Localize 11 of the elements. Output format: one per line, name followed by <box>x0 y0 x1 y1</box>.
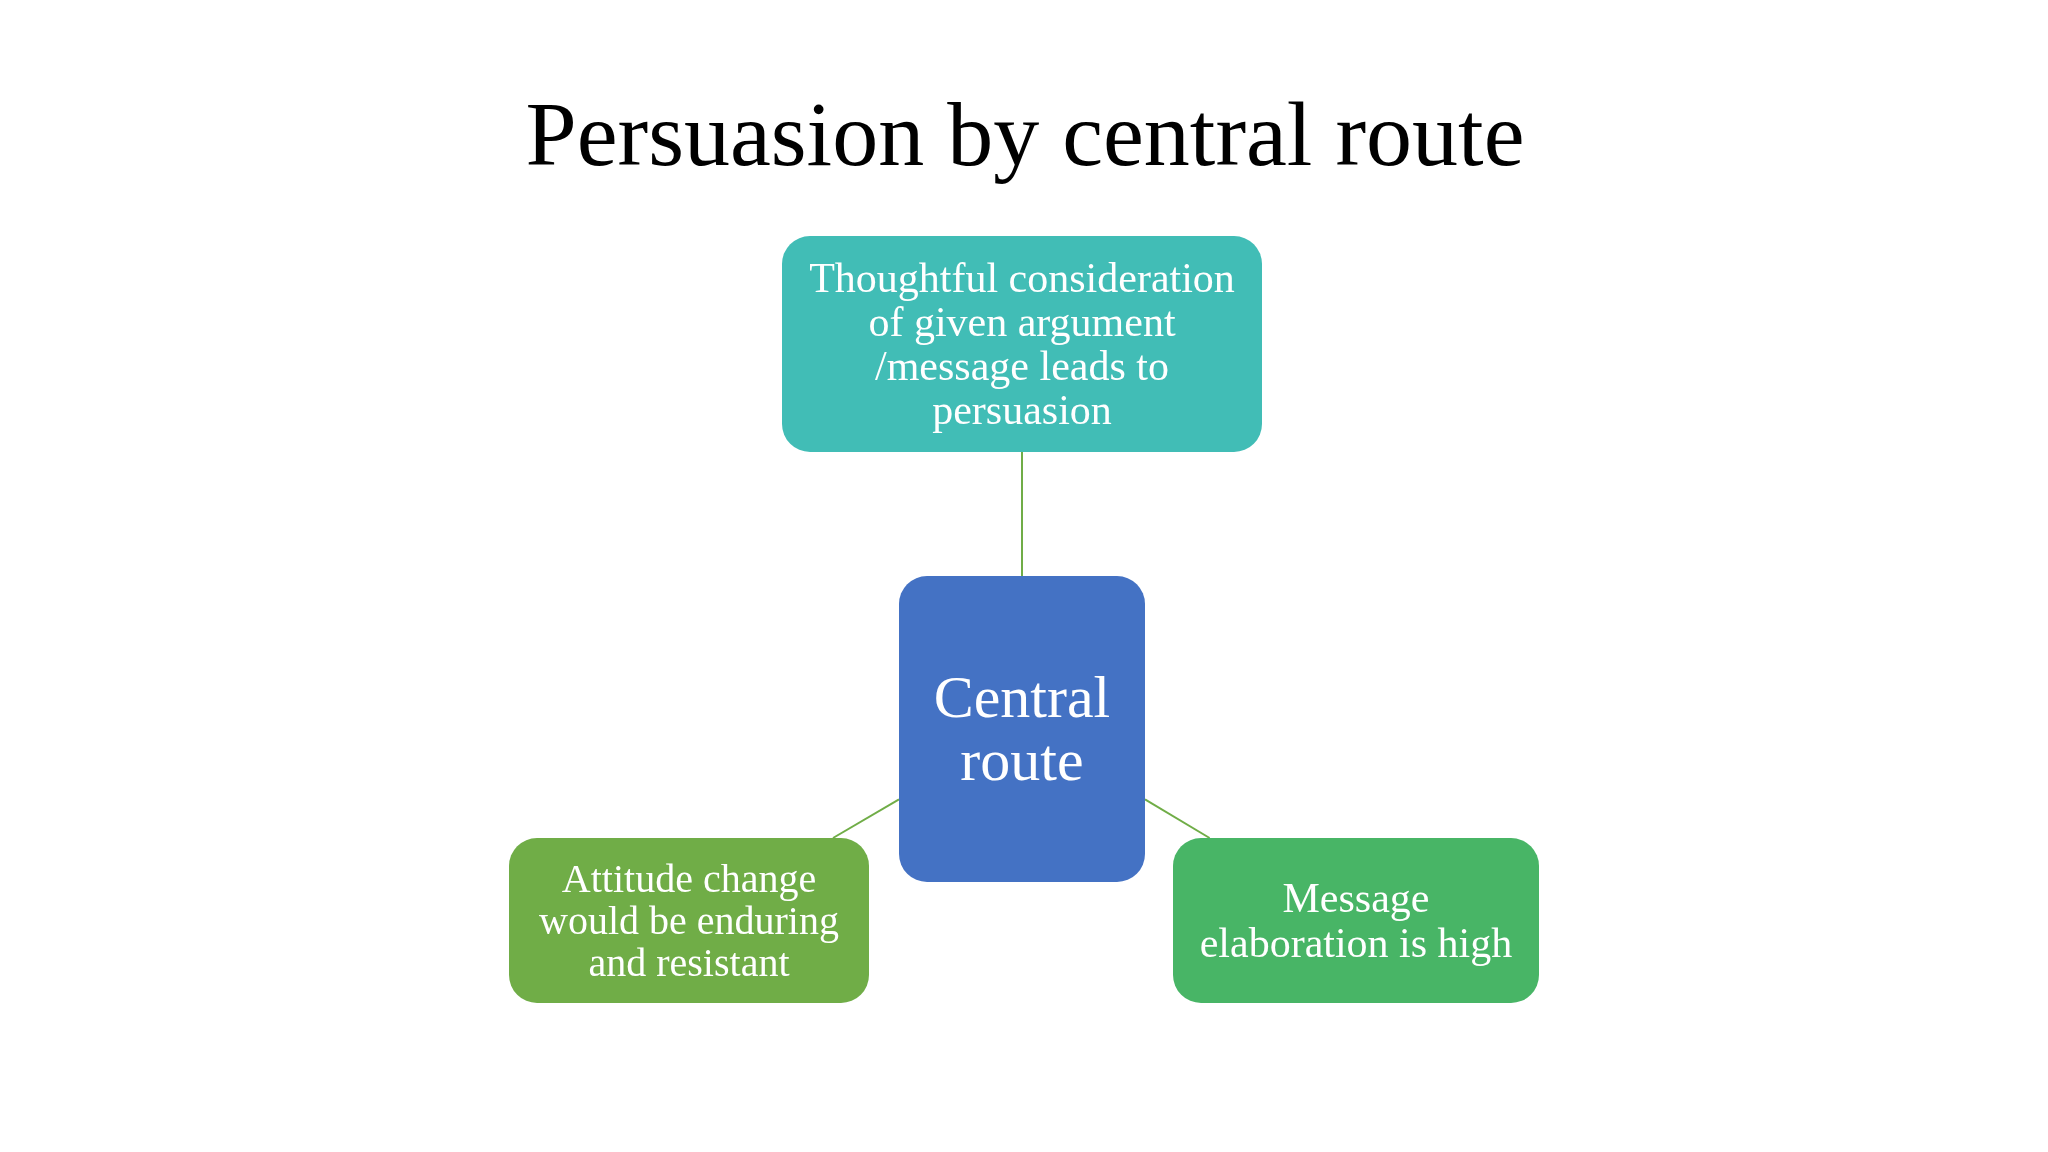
central-box <box>899 576 1145 882</box>
idea-box <box>782 236 1262 452</box>
connector-line <box>1144 798 1211 839</box>
node-text: Central route <box>932 666 1112 792</box>
node-text: Message elaboration is high <box>1198 876 1514 965</box>
result-box <box>509 838 869 1003</box>
condition-box <box>1173 838 1539 1003</box>
connector-line <box>1021 451 1023 577</box>
node-text: Attitude change would be enduring and resistant <box>538 857 840 984</box>
connector-line <box>832 798 900 839</box>
node-text: Thoughtful consideration of given argument /message leads to persuasion <box>808 255 1236 433</box>
